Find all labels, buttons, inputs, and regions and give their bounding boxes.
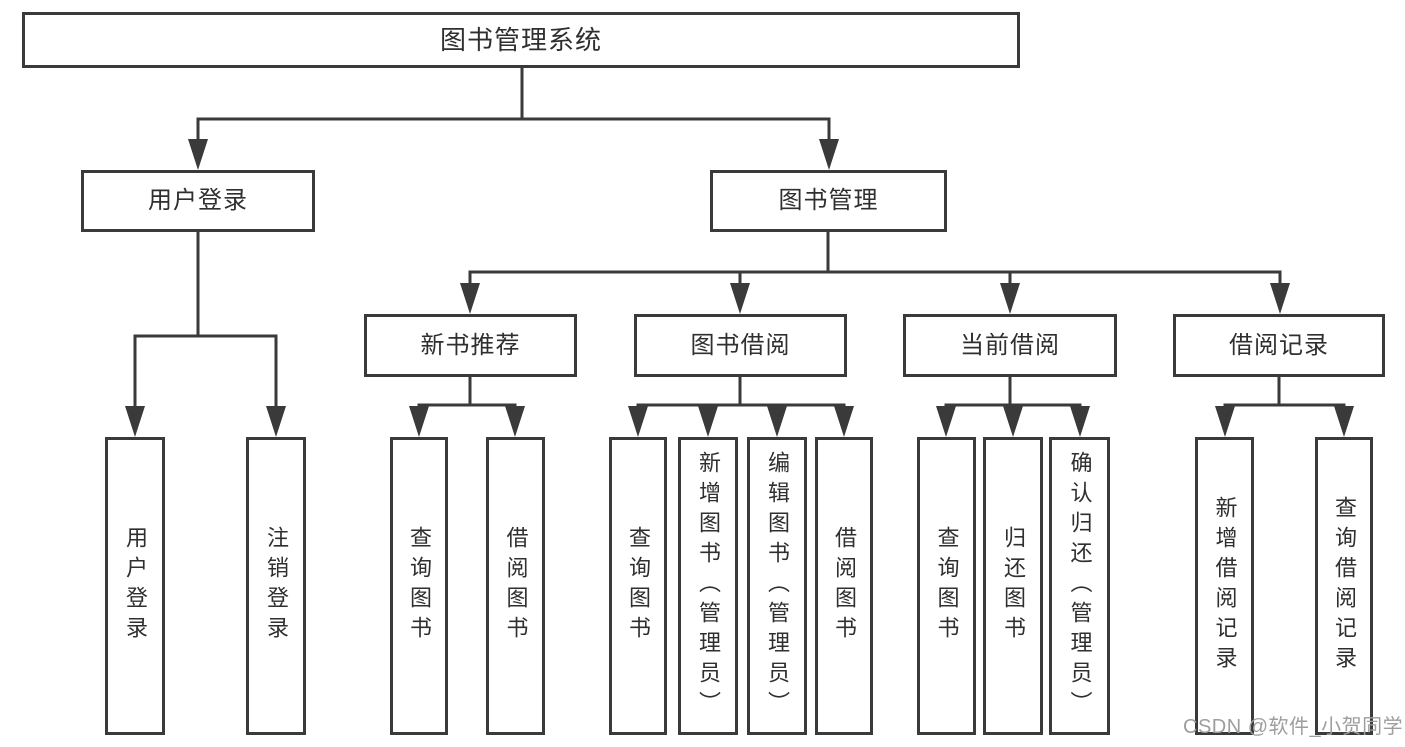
leaf-current-query-books: 查询图书	[917, 437, 976, 735]
leaf-records-add-record: 新增借阅记录	[1195, 437, 1254, 735]
node-current-borrowing: 当前借阅	[903, 314, 1117, 377]
node-book-management: 图书管理	[710, 170, 947, 232]
leaf-label: 新增借阅记录	[1212, 496, 1238, 676]
leaf-borrowing-add-books-admin: 新增图书（管理员）	[678, 437, 738, 735]
watermark: CSDN @软件_小贺同学	[1183, 716, 1404, 738]
node-system-root: 图书管理系统	[22, 12, 1020, 68]
leaf-label: 编辑图书（管理员）	[765, 451, 790, 721]
leaf-label: 查询借阅记录	[1332, 496, 1357, 676]
leaf-label: 查询图书	[626, 526, 651, 646]
leaf-label: 归还图书	[1001, 526, 1026, 646]
leaf-label: 注销登录	[264, 526, 289, 646]
leaf-recommend-query-books: 查询图书	[390, 437, 448, 735]
leaf-records-query-record: 查询借阅记录	[1315, 437, 1373, 735]
leaf-recommend-borrow-books: 借阅图书	[486, 437, 545, 735]
leaf-label: 借阅图书	[832, 526, 857, 646]
node-borrowing-records: 借阅记录	[1173, 314, 1385, 377]
leaf-borrowing-borrow-books: 借阅图书	[815, 437, 873, 735]
leaf-borrowing-edit-books-admin: 编辑图书（管理员）	[747, 437, 807, 735]
leaf-label: 查询图书	[407, 526, 432, 646]
leaf-user-login: 用户登录	[105, 437, 165, 735]
node-book-borrowing: 图书借阅	[634, 314, 847, 377]
leaf-label: 确认归还（管理员）	[1067, 451, 1093, 721]
leaf-label: 用户登录	[123, 526, 148, 646]
leaf-current-return-books: 归还图书	[983, 437, 1043, 735]
leaf-logout: 注销登录	[246, 437, 306, 735]
leaf-current-confirm-return-admin: 确认归还（管理员）	[1049, 437, 1110, 735]
node-user-login: 用户登录	[81, 170, 315, 232]
leaf-label: 借阅图书	[503, 526, 529, 646]
leaf-label: 查询图书	[934, 526, 960, 646]
node-new-book-recommend: 新书推荐	[364, 314, 577, 377]
leaf-label: 新增图书（管理员）	[696, 451, 721, 721]
leaf-borrowing-query-books: 查询图书	[609, 437, 667, 735]
